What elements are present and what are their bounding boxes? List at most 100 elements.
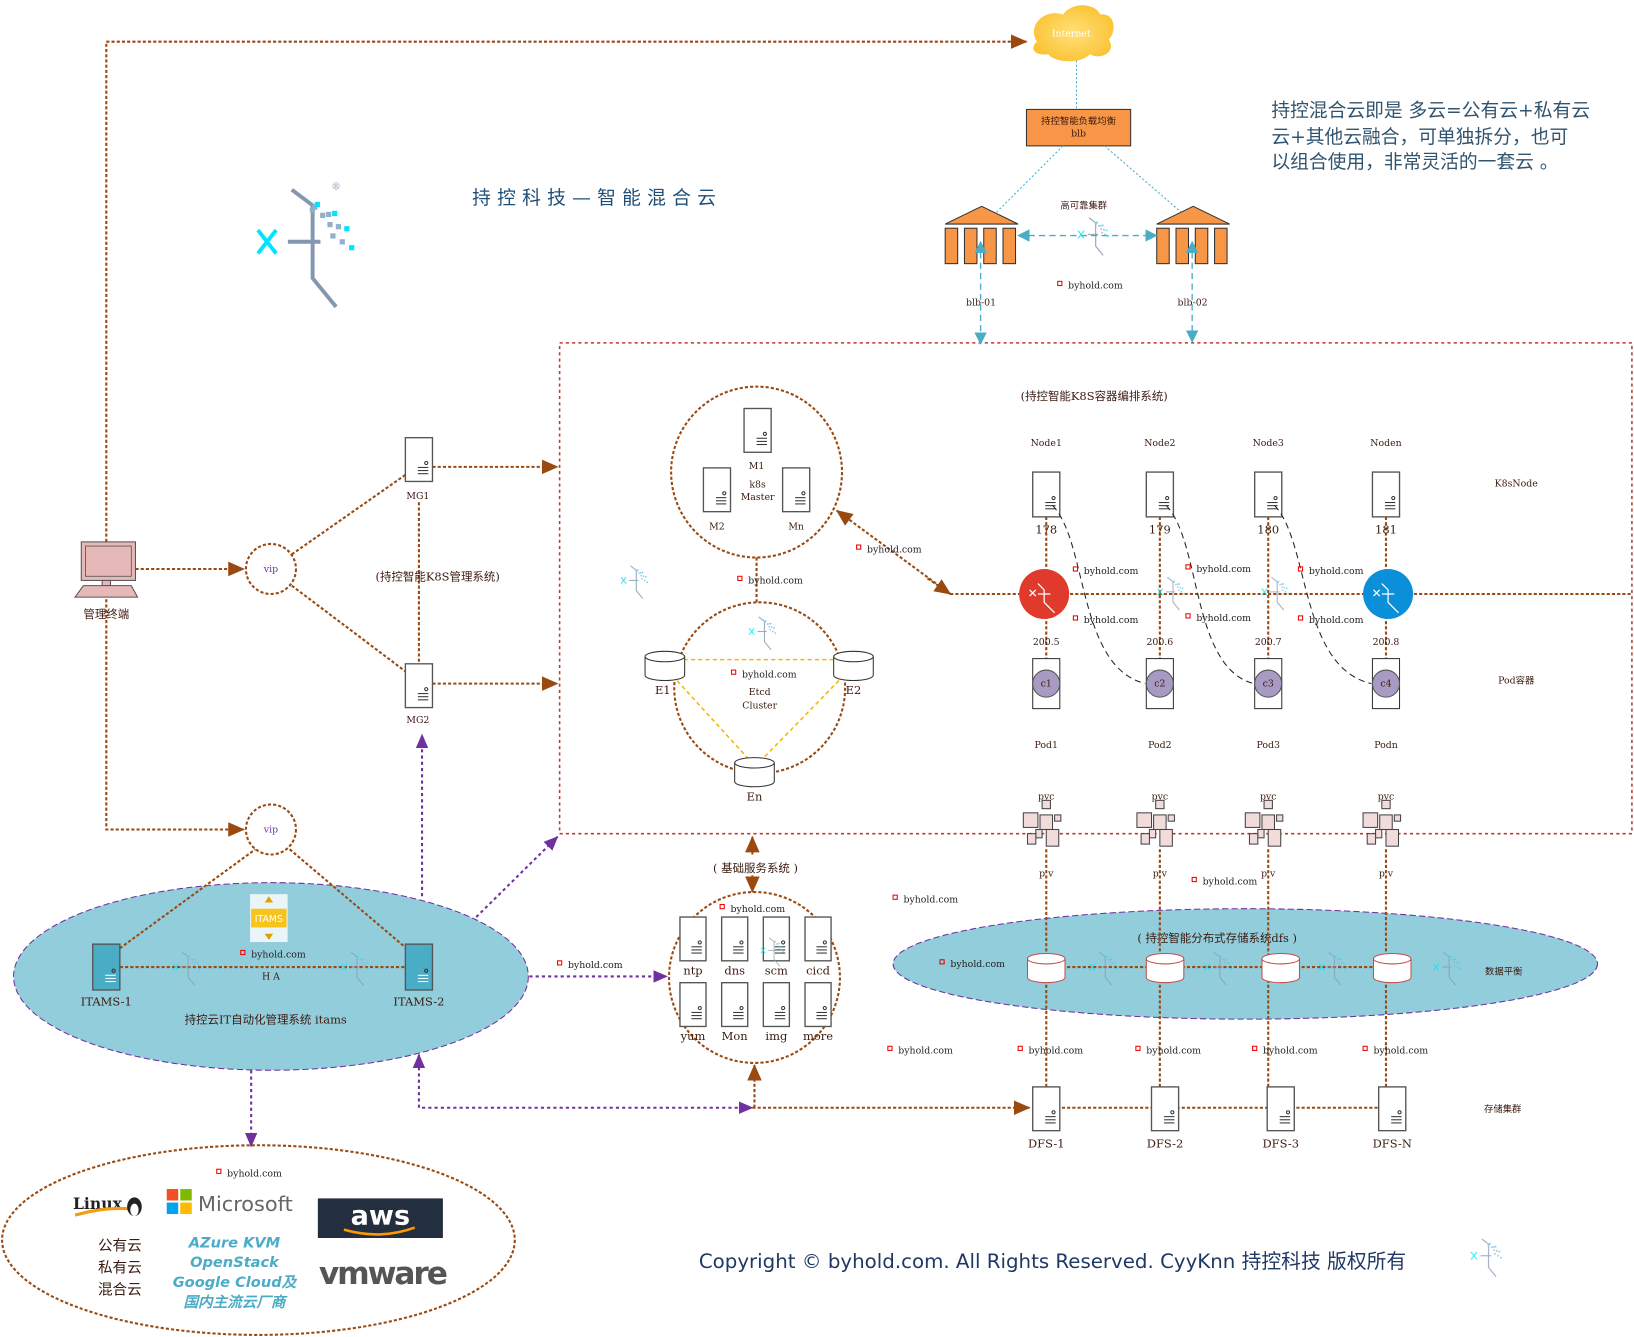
- pvc-label-3: pvc: [1260, 791, 1277, 802]
- k8s-node-4[interactable]: [1371, 471, 1401, 518]
- linux-logo: Linux: [73, 1194, 142, 1217]
- dfs-label-1: DFS-1: [1028, 1136, 1065, 1150]
- etcd-label-1: Etcd: [749, 687, 771, 698]
- ha-cluster-label: 高可靠集群: [1060, 199, 1107, 211]
- etcd-e1[interactable]: [644, 650, 686, 681]
- cloud-vendors: AZure KVM OpenStack Google Cloud及 国内主流云厂…: [173, 1234, 298, 1310]
- itams-1-label: ITAMS-1: [81, 995, 132, 1009]
- mn-label: Mn: [788, 521, 804, 532]
- svg-text:vip: vip: [263, 825, 278, 836]
- dfs-logo-icon: [1204, 952, 1232, 986]
- load-balancer[interactable]: 持控智能负载均衡 blb: [1025, 108, 1132, 147]
- dfs-label-3: DFS-3: [1262, 1136, 1299, 1150]
- watermark: byhold.com: [1252, 1046, 1318, 1057]
- m2-label: M2: [709, 521, 725, 532]
- svg-text:byhold.com: byhold.com: [1084, 615, 1139, 626]
- itams-2-server[interactable]: [404, 943, 434, 991]
- pod-3[interactable]: c3: [1254, 658, 1283, 710]
- k8s-node-3[interactable]: [1253, 471, 1283, 518]
- service-label-yum: yum: [680, 1029, 706, 1043]
- itams-logo: ITAMS: [250, 894, 288, 943]
- pvc-icon: [1362, 799, 1402, 847]
- master-m1[interactable]: [743, 407, 772, 453]
- watermark: byhold.com: [1191, 877, 1258, 888]
- mg1-label: MG1: [406, 491, 429, 502]
- pv-label-3: p v: [1261, 868, 1276, 879]
- svg-text:byhold.com: byhold.com: [898, 1046, 953, 1057]
- service-scm[interactable]: [762, 916, 791, 962]
- dfs-disk-3[interactable]: [1261, 952, 1301, 984]
- svg-text:vip: vip: [263, 564, 278, 575]
- watermark: byhold.com: [1185, 613, 1251, 624]
- mg2-server[interactable]: [404, 663, 434, 709]
- cloud-providers: [1, 1144, 516, 1336]
- k8s-node-1[interactable]: [1032, 471, 1061, 518]
- service-more[interactable]: [804, 982, 832, 1028]
- vmware-logo: vmware: [319, 1256, 447, 1292]
- dfs-disk-1[interactable]: [1026, 952, 1066, 984]
- service-ntp[interactable]: [679, 916, 707, 962]
- microsoft-logo: Microsoft: [166, 1189, 293, 1216]
- svg-text:ITAMS: ITAMS: [255, 914, 283, 925]
- watermark: byhold.com: [892, 894, 958, 905]
- service-dns[interactable]: [720, 916, 749, 962]
- switch-blue[interactable]: [1363, 568, 1414, 620]
- dfs-server-3[interactable]: [1266, 1086, 1295, 1132]
- dfs-server-2[interactable]: [1150, 1086, 1180, 1132]
- dfs-disk-4[interactable]: [1372, 952, 1412, 984]
- internet-cloud[interactable]: Internet: [1033, 5, 1114, 62]
- pv-label-1: p v: [1039, 868, 1054, 879]
- watermark: byhold.com: [856, 544, 922, 555]
- service-Mon[interactable]: [720, 982, 749, 1028]
- watermark: byhold.com: [1057, 281, 1123, 292]
- service-label-img: img: [765, 1029, 787, 1043]
- dfs-server-4[interactable]: [1378, 1086, 1407, 1132]
- blb-server-1[interactable]: [944, 205, 1019, 265]
- pod-4[interactable]: c4: [1371, 658, 1401, 710]
- etcd-en[interactable]: [734, 757, 775, 788]
- k8s-region-border: [558, 342, 1633, 835]
- management-terminal[interactable]: 管理终端: [74, 541, 139, 621]
- dfs-server-1[interactable]: [1032, 1086, 1061, 1132]
- mg1-server[interactable]: [404, 436, 434, 483]
- service-img[interactable]: [762, 982, 791, 1028]
- vip-2[interactable]: vip: [244, 803, 297, 856]
- mgmt-title: (持控智能K8S管理系统): [376, 569, 500, 583]
- dfs-label-4: DFS-N: [1373, 1136, 1412, 1150]
- watermark: byhold.com: [1185, 564, 1251, 575]
- node-ip-4: 181: [1375, 523, 1397, 537]
- svg-text:byhold.com: byhold.com: [1203, 877, 1258, 888]
- svg-text:byhold.com: byhold.com: [1029, 1046, 1084, 1057]
- master-mn[interactable]: [781, 467, 811, 513]
- pv-label-4: p v: [1379, 868, 1394, 879]
- watermark: byhold.com: [939, 959, 1005, 970]
- link-terminal-internet: [105, 34, 1028, 542]
- pod-ip-4: 200.8: [1373, 637, 1400, 648]
- blb-server-2[interactable]: [1156, 205, 1230, 265]
- etcd-e2[interactable]: [833, 650, 874, 681]
- pod-label-3: Pod3: [1256, 740, 1280, 751]
- cloud-types: 公有云 私有云 混合云: [98, 1238, 142, 1299]
- link-master-nodes: [835, 509, 1632, 596]
- svg-text:byhold.com: byhold.com: [1196, 613, 1251, 624]
- pod-2[interactable]: c2: [1145, 658, 1174, 710]
- master-m2[interactable]: [702, 467, 732, 513]
- page-title: 持控科技—智能混合云: [472, 187, 722, 209]
- dfs-disk-2[interactable]: [1145, 952, 1185, 984]
- k8s-node-2[interactable]: [1145, 471, 1175, 518]
- link-itams-dfs: [412, 1053, 754, 1114]
- service-cicd[interactable]: [804, 916, 832, 962]
- watermark: byhold.com: [719, 904, 785, 915]
- vip-1[interactable]: vip: [244, 542, 297, 596]
- pvc-icon: [1022, 799, 1062, 847]
- dfs-system: [892, 908, 1599, 1020]
- service-yum[interactable]: [679, 982, 707, 1028]
- pod-1[interactable]: c1: [1032, 658, 1061, 710]
- itams-1-server[interactable]: [92, 943, 121, 991]
- svg-text:byhold.com: byhold.com: [1084, 566, 1139, 577]
- switch-red[interactable]: [1019, 568, 1070, 620]
- link-vip-mg1: [291, 473, 408, 556]
- svg-text:byhold.com: byhold.com: [227, 1169, 282, 1180]
- side-logo-icon: [620, 565, 648, 600]
